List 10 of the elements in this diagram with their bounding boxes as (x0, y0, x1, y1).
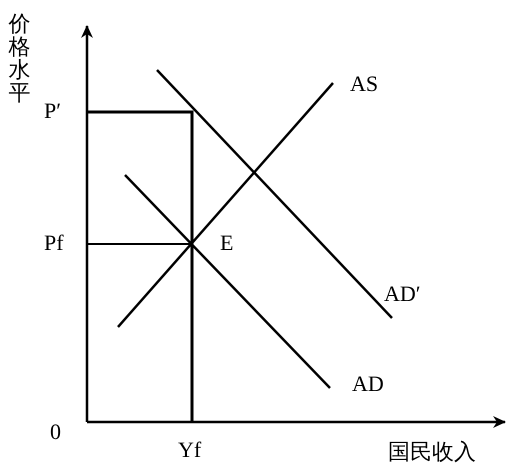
axis-title: 价格水平 (8, 12, 32, 104)
curve-label: AD′ (384, 282, 421, 306)
curve-label: AS (350, 72, 378, 96)
point-label: E (220, 231, 234, 256)
tick-label: Pf (44, 231, 64, 256)
tick-label: Yf (178, 438, 202, 462)
axis-title: 国民收入 (388, 440, 476, 464)
curve-label: AD (352, 372, 384, 396)
tick-label: P′ (44, 99, 62, 124)
tick-label: 0 (50, 420, 61, 444)
